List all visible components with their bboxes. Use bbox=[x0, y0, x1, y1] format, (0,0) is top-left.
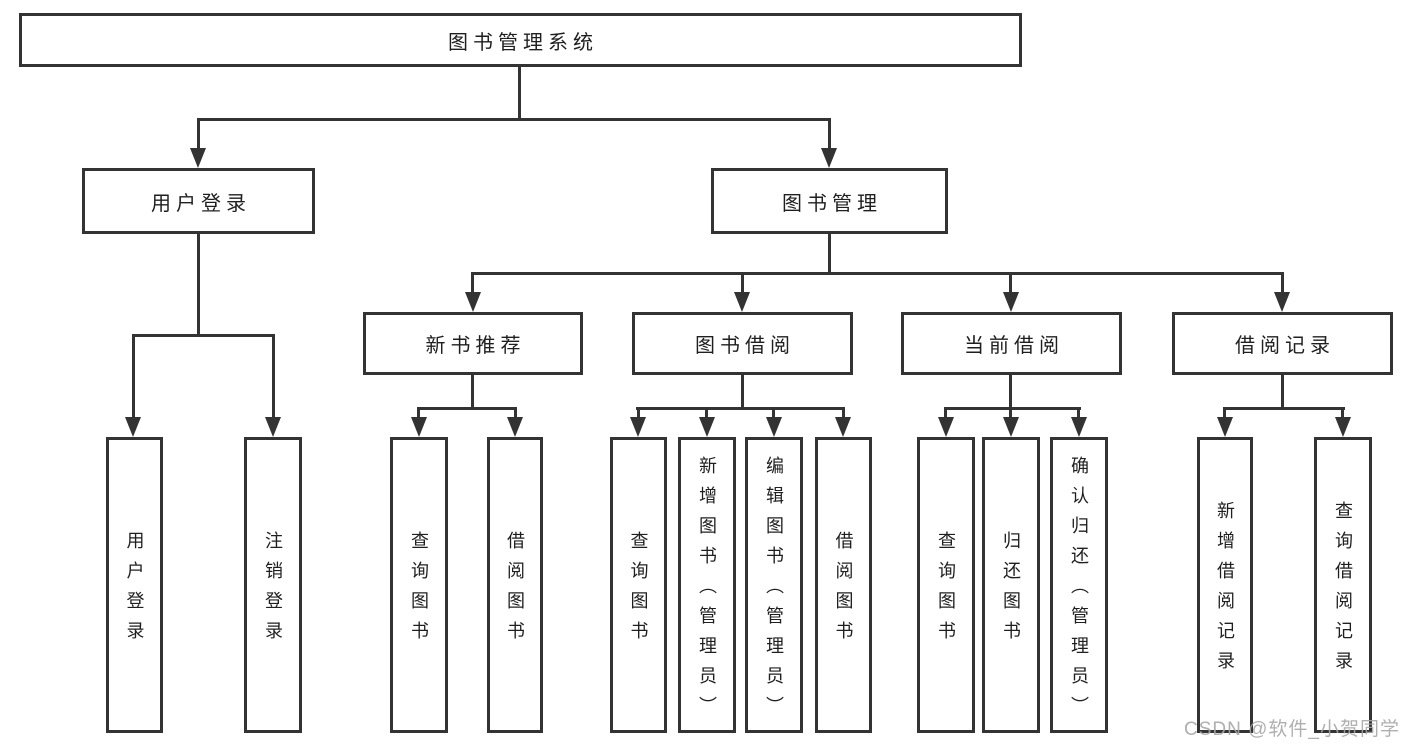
node-user-login-label: 用户登录 bbox=[151, 192, 251, 215]
connector-book-mgmt-stem bbox=[828, 234, 831, 274]
leaf-query-borrow-record-label: 查询借阅记录 bbox=[1333, 501, 1353, 681]
node-book-borrowing: 图书借阅 bbox=[632, 312, 853, 375]
arrowhead-down-icon bbox=[190, 148, 206, 168]
leaf-query-books-borrow: 查询图书 bbox=[610, 437, 667, 733]
arrowhead-down-icon bbox=[1071, 417, 1087, 437]
arrowhead-down-icon bbox=[507, 417, 523, 437]
connector-to-leaf-b1-stem bbox=[417, 407, 420, 420]
connector-to-new-books-stem bbox=[471, 272, 474, 294]
connector-to-leaf-c4-stem bbox=[842, 407, 845, 420]
node-borrowing-records: 借阅记录 bbox=[1172, 312, 1393, 375]
connector-book-borrow-stem bbox=[741, 375, 744, 410]
arrowhead-down-icon bbox=[411, 417, 427, 437]
arrowhead-down-icon bbox=[835, 417, 851, 437]
node-new-book-recommendation: 新书推荐 bbox=[363, 312, 583, 375]
arrowhead-down-icon bbox=[1003, 292, 1019, 312]
leaf-edit-books-admin: 编辑图书（管理员） bbox=[745, 437, 803, 733]
connector-root-hline bbox=[197, 118, 831, 121]
leaf-logout-label: 注销登录 bbox=[263, 531, 283, 651]
leaf-user-login-label: 用户登录 bbox=[124, 531, 145, 651]
arrowhead-down-icon bbox=[766, 417, 782, 437]
arrowhead-down-icon bbox=[265, 417, 281, 437]
connector-book-mgmt-hline bbox=[471, 272, 1283, 275]
arrowhead-down-icon bbox=[465, 292, 481, 312]
connector-borrow-records-hline bbox=[1223, 407, 1345, 410]
node-root-system: 图书管理系统 bbox=[19, 13, 1022, 67]
node-borrowing-records-label: 借阅记录 bbox=[1235, 335, 1335, 357]
arrowhead-down-icon bbox=[1217, 417, 1233, 437]
connector-to-borrow-records-stem bbox=[1281, 272, 1284, 294]
node-user-login: 用户登录 bbox=[82, 168, 315, 234]
leaf-borrow-books-recommend-label: 借阅图书 bbox=[505, 531, 525, 651]
leaf-return-books: 归还图书 bbox=[982, 437, 1040, 733]
leaf-confirm-return-admin-label: 确认归还（管理员） bbox=[1069, 456, 1089, 726]
connector-book-borrow-hline bbox=[636, 407, 845, 410]
connector-borrow-records-stem bbox=[1281, 375, 1284, 410]
leaf-query-books-borrow-label: 查询图书 bbox=[628, 531, 649, 651]
connector-to-leaf-e1-stem bbox=[1223, 407, 1226, 420]
leaf-add-borrow-record: 新增借阅记录 bbox=[1197, 437, 1253, 733]
leaf-query-books-recommend-label: 查询图书 bbox=[409, 531, 429, 651]
connector-user-login-hline bbox=[132, 334, 275, 337]
arrowhead-down-icon bbox=[938, 417, 954, 437]
node-current-borrowing-label: 当前借阅 bbox=[964, 335, 1064, 357]
connector-current-borrow-stem bbox=[1009, 375, 1012, 410]
leaf-borrow-books-label: 借阅图书 bbox=[833, 531, 854, 651]
connector-to-leaf-c1-stem bbox=[637, 407, 640, 420]
connector-to-leaf-b2-stem bbox=[514, 407, 517, 420]
leaf-query-borrow-record: 查询借阅记录 bbox=[1314, 437, 1372, 733]
connector-to-current-borrow-stem bbox=[1009, 272, 1012, 294]
connector-to-book-mgmt-stem bbox=[828, 118, 831, 152]
arrowhead-down-icon bbox=[1335, 417, 1351, 437]
arrowhead-down-icon bbox=[821, 148, 837, 168]
csdn-watermark: CSDN @软件_小贺同学 bbox=[1184, 719, 1400, 740]
connector-new-books-stem bbox=[471, 375, 474, 410]
node-book-management-label: 图书管理 bbox=[782, 192, 882, 215]
leaf-borrow-books: 借阅图书 bbox=[815, 437, 872, 733]
connector-to-leaf-c3-stem bbox=[772, 407, 775, 420]
leaf-return-books-label: 归还图书 bbox=[1001, 531, 1021, 651]
leaf-user-login: 用户登录 bbox=[106, 437, 163, 733]
leaf-query-books-current-label: 查询图书 bbox=[936, 531, 956, 651]
connector-to-leaf-e2-stem bbox=[1341, 407, 1344, 420]
connector-current-borrow-hline bbox=[944, 407, 1081, 410]
connector-user-login-stem bbox=[197, 234, 200, 336]
connector-to-leaf-d1-stem bbox=[944, 407, 947, 420]
arrowhead-down-icon bbox=[734, 292, 750, 312]
arrowhead-down-icon bbox=[1003, 417, 1019, 437]
leaf-confirm-return-admin: 确认归还（管理员） bbox=[1050, 437, 1108, 733]
leaf-borrow-books-recommend: 借阅图书 bbox=[487, 437, 543, 733]
leaf-edit-books-admin-label: 编辑图书（管理员） bbox=[764, 456, 784, 726]
connector-to-leaf-d2-stem bbox=[1009, 407, 1012, 420]
connector-to-user-login-stem bbox=[197, 118, 200, 152]
connector-to-leaf-c2-stem bbox=[705, 407, 708, 420]
arrowhead-down-icon bbox=[699, 417, 715, 437]
connector-to-leaf-a2-stem bbox=[272, 334, 275, 420]
leaf-add-books-admin: 新增图书（管理员） bbox=[678, 437, 736, 733]
node-new-book-recommendation-label: 新书推荐 bbox=[425, 335, 526, 357]
node-book-borrowing-label: 图书借阅 bbox=[695, 335, 795, 357]
arrowhead-down-icon bbox=[630, 417, 646, 437]
leaf-add-borrow-record-label: 新增借阅记录 bbox=[1215, 501, 1235, 681]
leaf-query-books-current: 查询图书 bbox=[917, 437, 975, 733]
leaf-add-books-admin-label: 新增图书（管理员） bbox=[697, 456, 717, 726]
arrowhead-down-icon bbox=[125, 417, 141, 437]
leaf-logout: 注销登录 bbox=[244, 437, 302, 733]
connector-root-stem bbox=[518, 67, 521, 118]
node-current-borrowing: 当前借阅 bbox=[901, 312, 1122, 375]
node-book-management: 图书管理 bbox=[711, 168, 948, 234]
connector-to-book-borrow-stem bbox=[741, 272, 744, 294]
connector-to-leaf-a1-stem bbox=[132, 334, 135, 420]
arrowhead-down-icon bbox=[1274, 292, 1290, 312]
connector-to-leaf-d3-stem bbox=[1077, 407, 1080, 420]
node-root-label: 图书管理系统 bbox=[448, 31, 598, 54]
connector-new-books-hline bbox=[417, 407, 517, 410]
leaf-query-books-recommend: 查询图书 bbox=[390, 437, 448, 733]
